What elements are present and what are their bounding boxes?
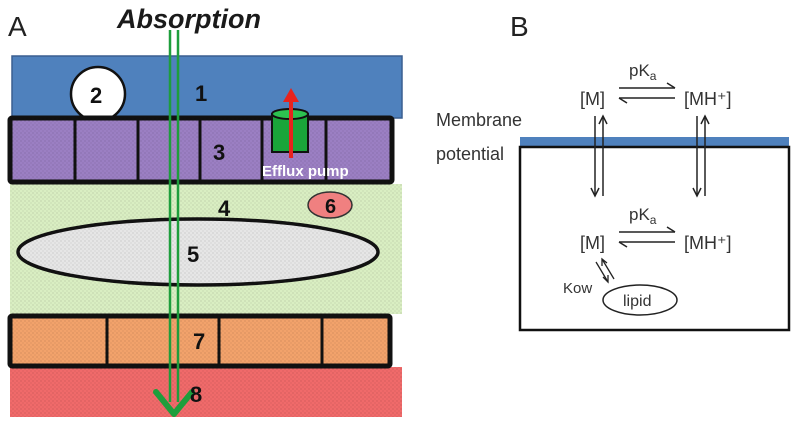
- label-6: 6: [325, 196, 336, 218]
- label-3: 3: [213, 140, 225, 165]
- top-left-species: [M]: [580, 89, 605, 109]
- efflux-pump-label: Efflux pump: [262, 163, 349, 180]
- label-1: 1: [195, 81, 207, 106]
- lipid-ellipse: [602, 284, 678, 316]
- kow-arrows: [595, 257, 615, 284]
- label-2: 2: [90, 83, 102, 108]
- panel-b-label: B: [510, 11, 529, 42]
- left-vertical-arrows: [590, 114, 608, 198]
- top-right-species: [MH⁺]: [684, 89, 732, 109]
- label-5: 5: [187, 242, 199, 267]
- top-equilibrium-arrows: [618, 82, 676, 104]
- cell-box: [518, 145, 791, 332]
- label-4: 4: [218, 196, 231, 221]
- membrane-label-line2: potential: [436, 144, 504, 164]
- efflux-arrow: [283, 88, 299, 158]
- panel-b: B [M] [MH⁺] pKa Membrane potential: [436, 11, 791, 332]
- layer-3: [7, 115, 395, 185]
- kow-label: Kow: [563, 280, 592, 297]
- cell-6: [307, 191, 353, 219]
- bottom-equilibrium-arrows: [618, 226, 676, 248]
- panel-a-label: A: [8, 11, 27, 42]
- right-vertical-arrows: [692, 114, 710, 198]
- bottom-right-species: [MH⁺]: [684, 233, 732, 253]
- label-7: 7: [193, 329, 205, 354]
- membrane-label-line1: Membrane: [436, 110, 522, 130]
- panel-a: A Absorption Efflux: [7, 4, 403, 417]
- top-pka-label: pKa: [629, 61, 657, 83]
- membrane: [520, 137, 789, 147]
- bottom-left-species: [M]: [580, 233, 605, 253]
- bottom-pka-label: pKa: [629, 205, 657, 227]
- absorption-title: Absorption: [116, 4, 261, 34]
- label-8: 8: [190, 382, 202, 407]
- absorption-arrow: [153, 30, 195, 417]
- layer-7: [7, 313, 393, 369]
- lipid-label: lipid: [623, 293, 651, 310]
